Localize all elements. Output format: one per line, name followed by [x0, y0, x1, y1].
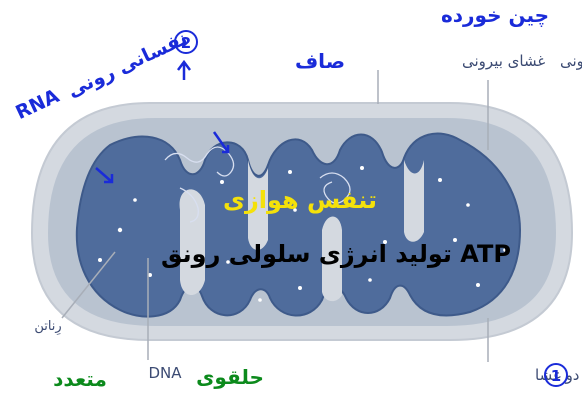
annotation-multiple: متعدد [53, 367, 107, 391]
label-dna: DNA [148, 364, 182, 382]
crista-gap [179, 189, 205, 295]
arrow-note-icon [212, 131, 230, 154]
number-two: 2 [181, 34, 191, 52]
annotation-folded: چین خورده [441, 3, 549, 28]
annotation-aerobic: تنفس هوازی [223, 186, 377, 214]
arrow-up-icon [177, 59, 191, 80]
number-one: 1 [551, 367, 561, 385]
dna-strand [319, 172, 351, 204]
label-outer-membrane: غشای بیرونی [462, 52, 545, 70]
dna-strand [164, 146, 235, 177]
number-circle-two [174, 30, 198, 54]
crista-gap [322, 216, 342, 302]
annotation-rna: RNA [12, 85, 63, 124]
label-ribosome: رِناتن [34, 319, 61, 335]
number-circle-one [544, 363, 568, 387]
label-inner-membrane: غشای درونی [560, 52, 582, 70]
crista-gap [248, 160, 268, 250]
annotation-atp: ATP تولید انرژی سلولی رونق [161, 240, 511, 268]
dna-strand [179, 187, 199, 223]
crista-gap [404, 160, 424, 242]
annotation-circular: حلقوی [196, 365, 264, 389]
annotation-smooth: صاف [295, 49, 345, 73]
leader-ribosome [61, 251, 116, 319]
arrow-rna-icon [95, 167, 114, 184]
ribosome-dots [98, 166, 507, 302]
annotation-note-2: نفسانی رونی [64, 27, 191, 102]
